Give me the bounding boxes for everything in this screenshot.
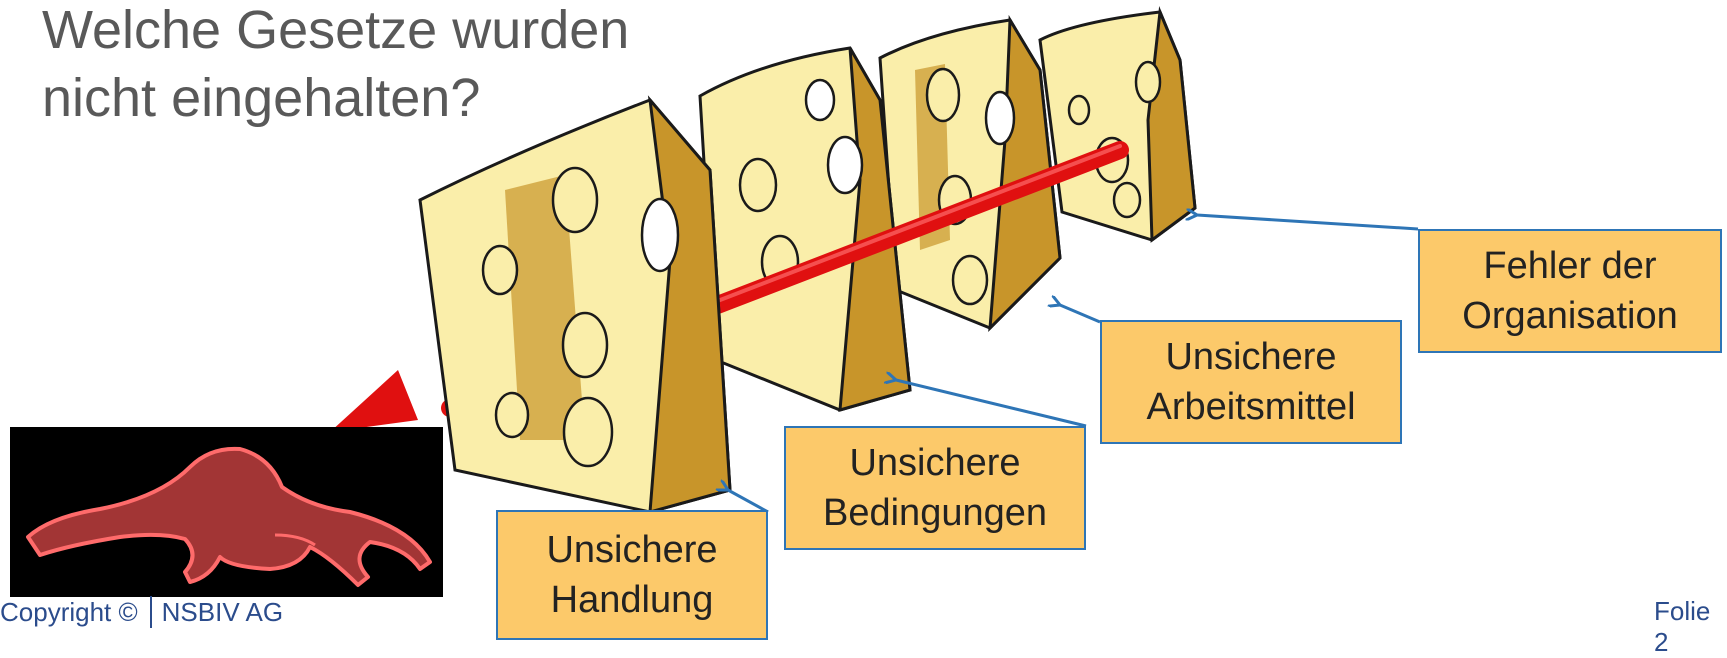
label-unsichere-arbeitsmittel: Unsichere Arbeitsmittel: [1100, 320, 1402, 444]
cheese-slice-bedingungen: [700, 48, 910, 410]
fallen-person-silhouette-icon: [10, 427, 443, 597]
footer: Copyright © NSBIV AG: [0, 596, 283, 628]
label-fehler-der-organisation: Fehler der Organisation: [1418, 229, 1722, 353]
footer-divider: [150, 596, 152, 628]
cheese-slice-handlung: [420, 100, 730, 512]
label-organisation-line-1: Fehler der: [1483, 241, 1656, 291]
label-unsichere-handlung: Unsichere Handlung: [496, 510, 768, 640]
pointer-arbeitsmittel: [1060, 305, 1100, 322]
title-line-2: nicht eingehalten?: [42, 64, 629, 132]
copyright-text: Copyright ©: [0, 597, 138, 628]
pointer-organisation: [1197, 215, 1418, 229]
pointer-bedingungen: [896, 380, 1086, 426]
company-name: NSBIV AG: [162, 597, 283, 628]
label-bedingungen-line-1: Unsichere: [849, 438, 1020, 488]
slide-title: Welche Gesetze wurden nicht eingehalten?: [42, 0, 629, 132]
title-line-1: Welche Gesetze wurden: [42, 0, 629, 64]
label-arbeitsmittel-line-1: Unsichere: [1165, 332, 1336, 382]
label-arbeitsmittel-line-2: Arbeitsmittel: [1146, 382, 1355, 432]
cheese-slice-organisation: [1040, 12, 1195, 240]
accident-victim-image: [10, 427, 443, 597]
label-unsichere-bedingungen: Unsichere Bedingungen: [784, 426, 1086, 550]
label-organisation-line-2: Organisation: [1462, 291, 1677, 341]
label-bedingungen-line-2: Bedingungen: [823, 488, 1047, 538]
slide-number: Folie 2: [1654, 596, 1727, 658]
pointer-handlung: [728, 490, 768, 512]
label-handlung-line-2: Handlung: [551, 575, 714, 625]
label-handlung-line-1: Unsichere: [546, 525, 717, 575]
